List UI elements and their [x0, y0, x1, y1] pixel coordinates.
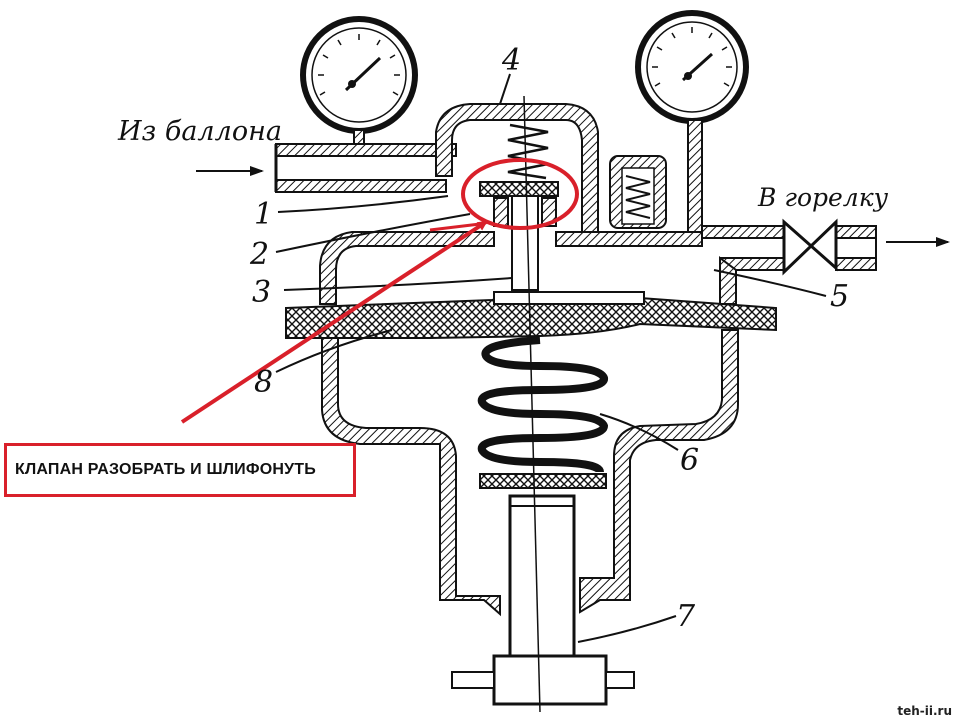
part-number-6: 6	[680, 443, 699, 478]
part-number-4: 4	[501, 43, 521, 78]
watermark: teh-ii.ru	[897, 704, 952, 718]
main-body-upper	[319, 231, 495, 305]
inlet-label: Из баллона	[117, 116, 282, 147]
part-number-3: 3	[252, 275, 271, 310]
safety-valve	[609, 155, 667, 229]
main-spring	[477, 336, 609, 474]
inlet-pipe	[274, 143, 457, 193]
callout-text: КЛАПАН РАЗОБРАТЬ И ШЛИФОНУТЬ	[15, 461, 316, 478]
outlet-label: В горелку	[757, 183, 889, 212]
valve-assembly	[479, 181, 559, 291]
center-axis	[523, 95, 541, 713]
upper-spring	[507, 123, 549, 180]
spring-seat	[479, 473, 607, 489]
callout-arrow	[180, 220, 488, 424]
outlet-gauge	[635, 10, 749, 233]
part-number-1: 1	[254, 197, 273, 232]
inlet-gauge	[300, 16, 418, 157]
main-body-lower-right	[579, 329, 739, 614]
part-number-5: 5	[830, 279, 849, 314]
diaphragm-plate	[493, 291, 645, 305]
callout-arrow-secondary	[429, 222, 481, 232]
main-body-upper-right	[555, 231, 703, 247]
outlet-shutoff-valve	[782, 218, 838, 276]
part-number-2: 2	[249, 237, 269, 272]
main-body-lower	[321, 337, 501, 617]
adjusting-screw	[451, 494, 635, 706]
leader-lines	[275, 73, 827, 643]
valve-highlight-circle	[461, 158, 579, 230]
part-number-7: 7	[676, 599, 696, 634]
callout-box: КЛАПАН РАЗОБРАТЬ И ШЛИФОНУТЬ	[4, 443, 356, 497]
part-number-8: 8	[254, 365, 273, 400]
main-body-upper-flange	[719, 256, 737, 305]
